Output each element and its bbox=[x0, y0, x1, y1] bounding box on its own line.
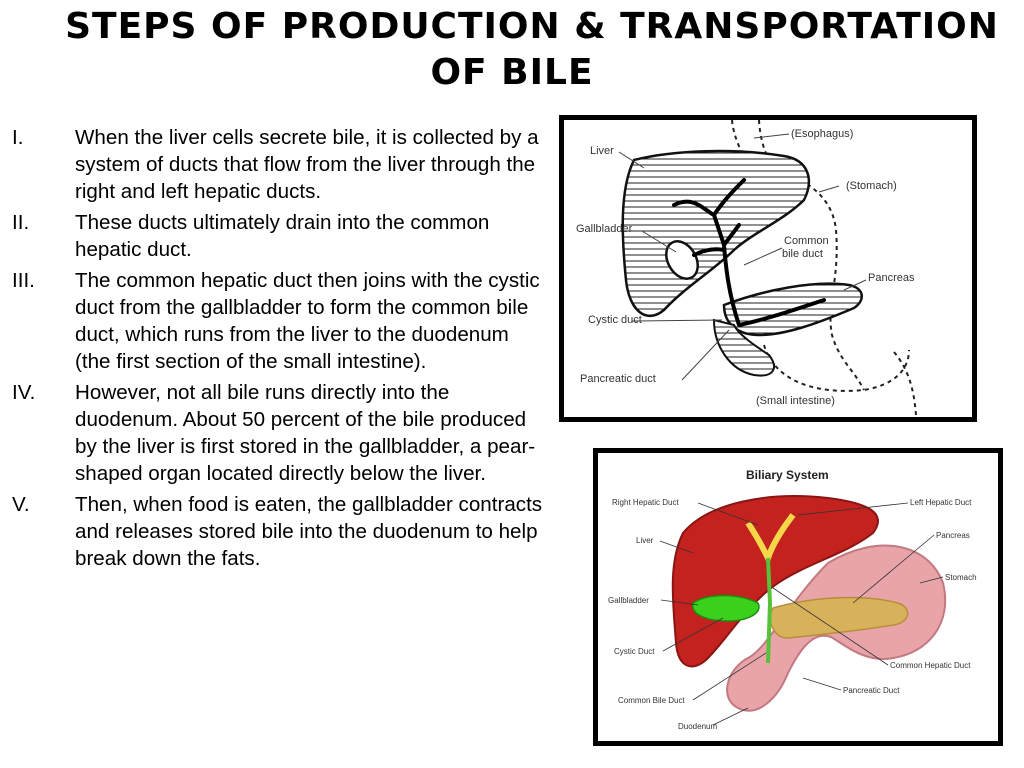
common-bile-duct bbox=[766, 557, 773, 664]
liver-shape bbox=[671, 495, 879, 668]
label-liver: Liver bbox=[636, 536, 654, 545]
step-number: II. bbox=[12, 211, 30, 234]
step-item: I. When the liver cells secrete bile, it … bbox=[12, 124, 544, 205]
biliary-system-figure: Biliary System Right Hepatic Duct bbox=[593, 448, 1003, 746]
label-stomach: (Stomach) bbox=[846, 180, 897, 192]
label-cystic-duct: Cystic duct bbox=[588, 314, 642, 326]
label-pancreas: Pancreas bbox=[868, 272, 915, 284]
gallbladder-shape bbox=[692, 594, 760, 622]
label-left-hepatic-duct: Left Hepatic Duct bbox=[910, 498, 972, 507]
step-number: I. bbox=[12, 126, 24, 149]
label-esophagus: (Esophagus) bbox=[791, 128, 853, 140]
step-item: III. The common hepatic duct then joins w… bbox=[12, 267, 544, 375]
step-number: V. bbox=[12, 493, 30, 516]
intestine-outline bbox=[763, 344, 917, 416]
step-item: II. These ducts ultimately drain into the… bbox=[12, 209, 544, 263]
label-gallbladder: Gallbladder bbox=[608, 596, 649, 605]
label-pancreatic-duct: Pancreatic Duct bbox=[843, 686, 900, 695]
pancreas-shape bbox=[769, 596, 909, 639]
step-text: These ducts ultimately drain into the co… bbox=[75, 211, 490, 261]
slide-title-line-1: Steps of production & transportation bbox=[65, 6, 999, 47]
step-number: IV. bbox=[12, 381, 36, 404]
digestive-line-drawing: Liver (Esophagus) (Stomach) Gallbladder … bbox=[576, 120, 917, 416]
label-leaders bbox=[618, 133, 867, 381]
biliary-color-illustration: Biliary System Right Hepatic Duct bbox=[608, 468, 977, 731]
steps-list: I. When the liver cells secrete bile, it … bbox=[12, 124, 544, 576]
label-pancreas: Pancreas bbox=[936, 531, 970, 540]
slide-title-line-2: of bile bbox=[430, 52, 594, 93]
label-pancreatic-duct: Pancreatic duct bbox=[580, 373, 656, 385]
bile-ducts bbox=[672, 178, 826, 327]
step-item: IV. However, not all bile runs directly i… bbox=[12, 379, 544, 487]
figure-title: Biliary System bbox=[746, 468, 829, 482]
digestive-diagram-figure: Liver (Esophagus) (Stomach) Gallbladder … bbox=[559, 115, 977, 422]
step-text: The common hepatic duct then joins with … bbox=[75, 269, 540, 373]
duodenum-shape bbox=[712, 318, 775, 377]
label-cystic-duct: Cystic Duct bbox=[614, 647, 655, 656]
label-duodenum: Duodenum bbox=[678, 722, 717, 731]
label-small-intestine: (Small intestine) bbox=[756, 395, 835, 407]
label-common-bile-duct-line2: bile duct bbox=[782, 248, 823, 260]
step-text: However, not all bile runs directly into… bbox=[75, 381, 536, 485]
label-liver: Liver bbox=[590, 145, 614, 157]
label-stomach: Stomach bbox=[945, 573, 977, 582]
step-item: V. Then, when food is eaten, the gallblad… bbox=[12, 491, 544, 572]
figure-labels: Right Hepatic Duct Left Hepatic Duct Liv… bbox=[608, 498, 977, 731]
label-right-hepatic-duct: Right Hepatic Duct bbox=[612, 498, 679, 507]
slide-title: Steps of production & transportation of … bbox=[0, 4, 1024, 96]
label-leaders bbox=[659, 502, 944, 726]
label-gallbladder: Gallbladder bbox=[576, 223, 633, 235]
step-number: III. bbox=[12, 269, 35, 292]
label-common-bile-duct: Common Bile Duct bbox=[618, 696, 685, 705]
label-common-bile-duct-line1: Common bbox=[784, 235, 829, 247]
step-text: Then, when food is eaten, the gallbladde… bbox=[75, 493, 543, 570]
liver-shape bbox=[621, 149, 811, 317]
step-text: When the liver cells secrete bile, it is… bbox=[75, 126, 539, 203]
label-common-hepatic-duct: Common Hepatic Duct bbox=[890, 661, 971, 670]
